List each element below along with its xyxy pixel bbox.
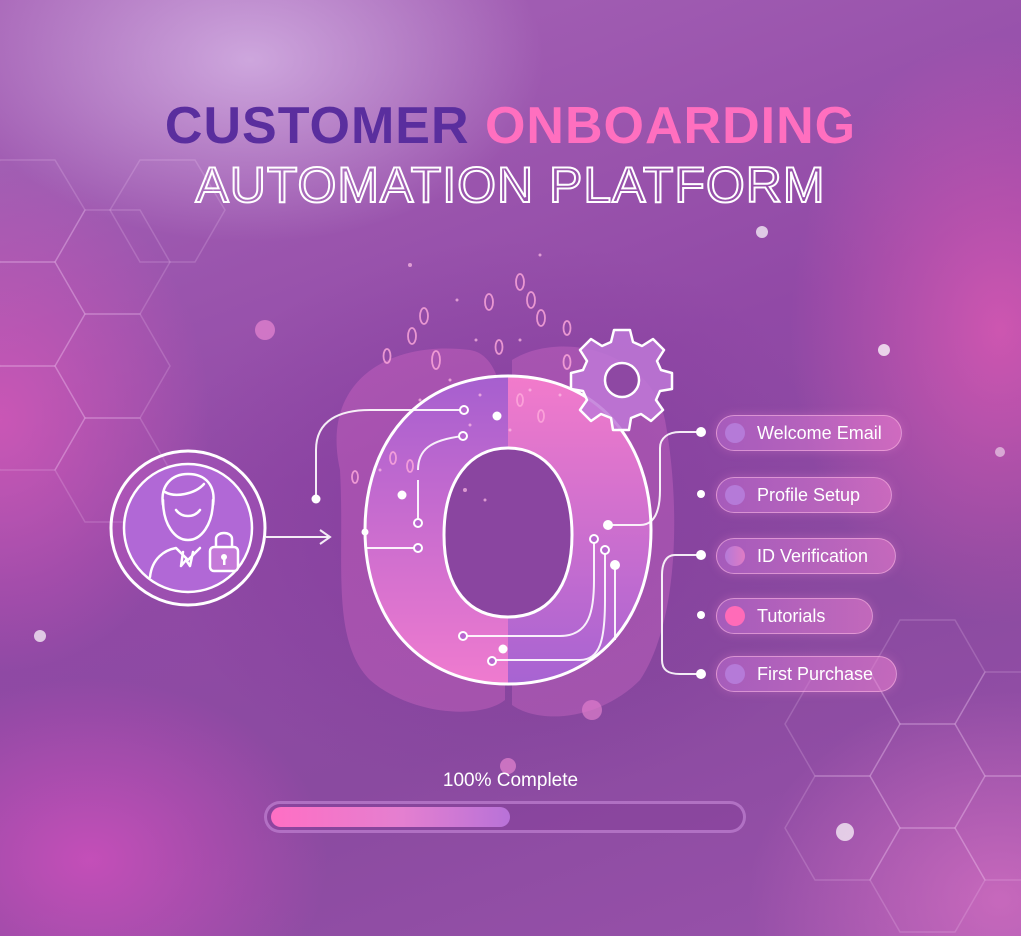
step-label: ID Verification: [757, 545, 869, 566]
binary-digits-decoration: [351, 273, 572, 484]
progress-label: 100% Complete: [442, 770, 579, 791]
title-line-1: CUSTOMER ONBOARDING: [0, 96, 1021, 156]
step-pill-first-purchase[interactable]: First Purchase: [716, 656, 897, 692]
lock-icon: [208, 531, 240, 573]
step-status-dot: [725, 664, 745, 684]
step-status-dot: [725, 423, 745, 443]
step-label: First Purchase: [757, 663, 874, 684]
title-line-2: AUTOMATION PLATFORM: [194, 156, 826, 214]
step-pill-profile-setup[interactable]: Profile Setup: [716, 477, 892, 513]
step-pill-tutorials[interactable]: Tutorials: [716, 598, 873, 634]
circuit-ring-nodes: [413, 405, 610, 666]
step-status-dot: [725, 606, 745, 626]
step-pill-welcome-email[interactable]: Welcome Email: [716, 415, 902, 451]
step-status-dot: [725, 485, 745, 505]
step-label: Welcome Email: [757, 422, 882, 443]
progress-bar-fill: [271, 807, 510, 827]
circuit-lines: [266, 409, 700, 675]
letter-o-icon: [363, 374, 653, 686]
title-word-customer: CUSTOMER: [164, 97, 470, 155]
step-pill-id-verification[interactable]: ID Verification: [716, 538, 896, 574]
step-label: Tutorials: [757, 605, 826, 626]
circuit-nodes: [311, 411, 706, 679]
title-word-onboarding: ONBOARDING: [484, 97, 857, 155]
progress-bar: [264, 801, 746, 833]
page-title: CUSTOMER ONBOARDING AUTOMATION PLATFORM: [0, 96, 1021, 214]
gear-icon: [569, 328, 674, 432]
step-label: Profile Setup: [757, 484, 861, 505]
user-icon: [148, 472, 215, 579]
particle-dots: [378, 253, 562, 502]
step-status-dot: [725, 546, 745, 566]
customer-avatar: [109, 449, 267, 607]
